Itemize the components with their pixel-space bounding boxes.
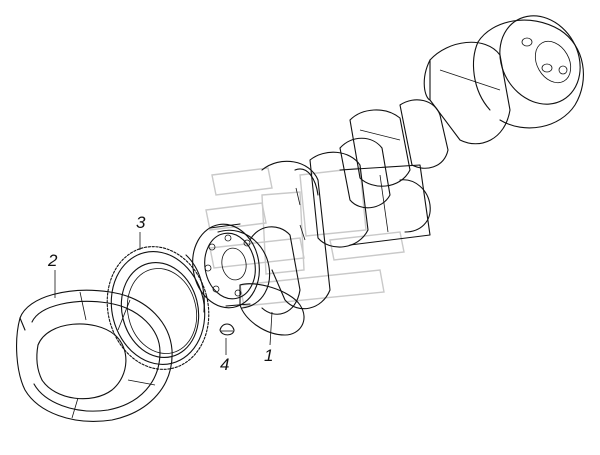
counterweight [16, 289, 173, 422]
watermark-logo [205, 167, 405, 307]
callout-4: 4 [220, 355, 229, 374]
ring-gear [106, 246, 210, 370]
callout-3: 3 [136, 213, 146, 232]
callout-2: 2 [47, 251, 58, 270]
crankshaft [192, 15, 584, 336]
key [219, 323, 235, 336]
leader-lines [54, 232, 273, 355]
callout-1: 1 [264, 346, 273, 365]
